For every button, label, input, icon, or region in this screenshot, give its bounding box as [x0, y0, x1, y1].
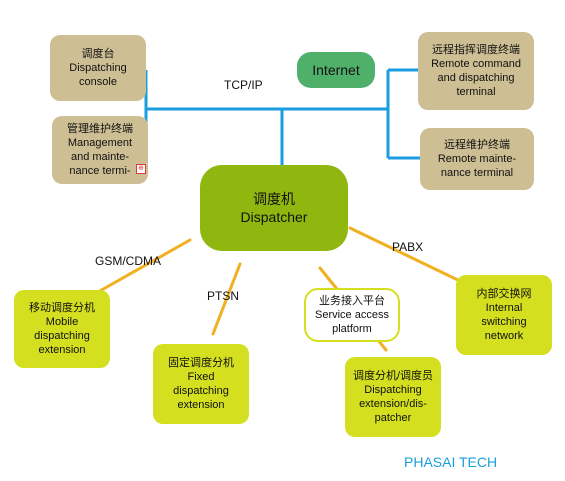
node-label-zh: 内部交换网 — [476, 288, 532, 300]
node-label-en: Mobile dispatching extension — [34, 316, 90, 356]
dispatcher-node[interactable]: 调度机 Dispatcher — [200, 165, 348, 251]
node-label-zh: 固定调度分机 — [168, 357, 234, 369]
ptsn-link-line — [211, 262, 242, 336]
pabx-link-line — [348, 226, 464, 284]
expand-icon[interactable]: ⊕ — [136, 164, 146, 174]
node-label-en: Fixed dispatching extension — [173, 371, 229, 411]
dispatching-console-node[interactable]: 调度台 Dispatching console — [50, 35, 146, 101]
node-label-en: Service access platform — [315, 309, 389, 335]
fixed-extension-node[interactable]: 固定调度分机 Fixed dispatching extension — [153, 344, 249, 424]
remote-maintenance-node[interactable]: 远程维护终端 Remote mainte- nance terminal — [420, 128, 534, 190]
pabx-label: PABX — [392, 240, 424, 254]
service-access-node[interactable]: 业务接入平台 Service access platform — [304, 288, 400, 342]
dispatching-extension-node[interactable]: 调度分机/调度员 Dispatching extension/dis- patc… — [345, 357, 441, 437]
node-label-en: Dispatching console — [69, 62, 127, 88]
node-label-zh: 远程维护终端 — [444, 139, 510, 151]
node-label-zh: 调度分机/调度员 — [352, 370, 434, 382]
node-label-zh: 调度台 — [81, 48, 115, 60]
ptsn-label: PTSN — [207, 289, 240, 303]
node-label-zh: 业务接入平台 — [319, 295, 385, 307]
node-label-zh: 管理维护终端 — [67, 123, 133, 135]
node-label-zh: 调度机 — [253, 191, 295, 207]
gsm-label: GSM/CDMA — [95, 254, 161, 268]
node-label-zh: 移动调度分机 — [29, 302, 95, 314]
management-terminal-node[interactable]: 管理维护终端 Management and mainte- nance term… — [52, 116, 148, 184]
gsm-link-line — [96, 238, 192, 294]
internet-node[interactable]: Internet — [297, 52, 375, 88]
node-label-en: Remote command and dispatching terminal — [431, 58, 521, 98]
brand-watermark: PHASAI TECH — [404, 454, 498, 470]
internet-label: Internet — [312, 62, 360, 78]
node-label-en: Remote mainte- nance terminal — [437, 153, 517, 179]
node-label-en: Dispatching extension/dis- patcher — [359, 384, 427, 424]
internal-network-node[interactable]: 内部交换网 Internal switching network — [456, 275, 552, 355]
node-label-zh: 远程指挥调度终端 — [432, 44, 520, 56]
node-label-en: Management and mainte- nance termi- — [67, 137, 133, 177]
mobile-extension-node[interactable]: 移动调度分机 Mobile dispatching extension — [14, 290, 110, 368]
tcpip-label: TCP/IP — [224, 78, 263, 92]
node-label-en: Dispatcher — [240, 209, 308, 225]
node-label-en: Internal switching network — [481, 302, 527, 342]
remote-command-node[interactable]: 远程指挥调度终端 Remote command and dispatching … — [418, 32, 534, 110]
